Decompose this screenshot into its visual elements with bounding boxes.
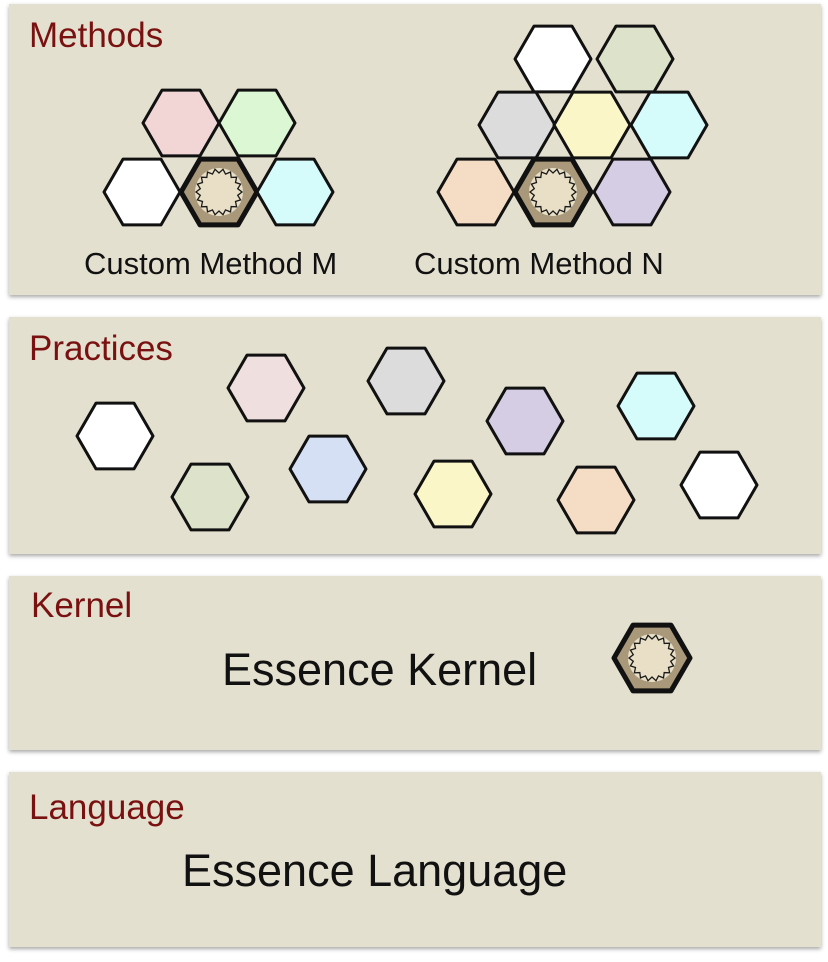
language-layer: Language	[9, 772, 821, 947]
essence-language-label: Essence Language	[182, 845, 568, 896]
kernel-title: Kernel	[31, 586, 133, 625]
methods-title: Methods	[29, 16, 164, 55]
essence-kernel-label: Essence Kernel	[222, 644, 538, 695]
custom-method-n-label: Custom Method N	[414, 246, 664, 281]
practices-layer: Practices	[9, 317, 821, 554]
custom-method-m-label: Custom Method M	[84, 246, 338, 281]
language-title: Language	[29, 788, 185, 827]
practices-title: Practices	[29, 329, 173, 368]
